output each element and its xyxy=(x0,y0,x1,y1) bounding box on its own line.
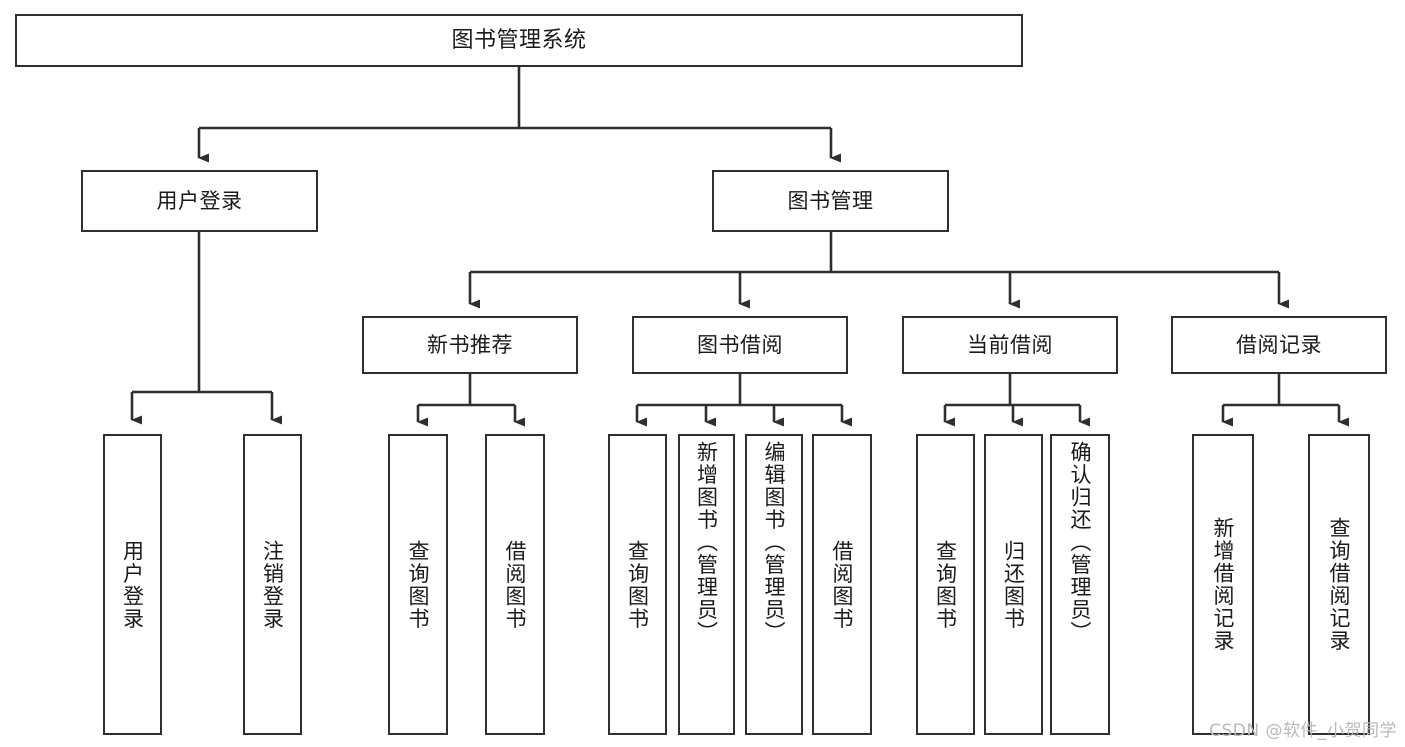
node-leaf-borrow-book[interactable]: 借阅图书 xyxy=(812,434,872,735)
node-label: 借阅记录 xyxy=(1236,332,1322,357)
node-leaf-add-book-admin[interactable]: 新增图书（管理员） xyxy=(678,434,735,735)
node-leaf-query-book-current[interactable]: 查询图书 xyxy=(916,434,975,735)
node-book-borrow[interactable]: 图书借阅 xyxy=(632,316,848,374)
node-leaf-confirm-return-admin[interactable]: 确认归还（管理员） xyxy=(1050,434,1110,735)
node-leaf-user-login[interactable]: 用户登录 xyxy=(103,434,162,735)
node-label: 新书推荐 xyxy=(427,332,513,357)
node-leaf-query-book-borrow[interactable]: 查询图书 xyxy=(608,434,667,735)
node-new-book-recommend[interactable]: 新书推荐 xyxy=(362,316,578,374)
node-label: 新增图书（管理员） xyxy=(694,441,719,644)
node-label: 查询图书 xyxy=(933,539,958,630)
node-label: 归还图书 xyxy=(1001,539,1026,630)
node-leaf-borrow-book-recommend[interactable]: 借阅图书 xyxy=(485,434,545,735)
node-label: 注销登录 xyxy=(260,539,285,630)
node-leaf-return-book[interactable]: 归还图书 xyxy=(984,434,1043,735)
node-label: 用户登录 xyxy=(120,539,145,630)
watermark-text: CSDN @软件_小贺同学 xyxy=(1209,721,1397,741)
node-label: 查询图书 xyxy=(406,539,431,630)
node-label: 查询图书 xyxy=(625,539,650,630)
node-label: 确认归还（管理员） xyxy=(1068,441,1093,644)
node-label: 当前借阅 xyxy=(967,332,1053,357)
node-leaf-logout[interactable]: 注销登录 xyxy=(243,434,302,735)
node-leaf-edit-book-admin[interactable]: 编辑图书（管理员） xyxy=(745,434,803,735)
node-leaf-query-book-recommend[interactable]: 查询图书 xyxy=(388,434,448,735)
node-label: 查询借阅记录 xyxy=(1327,517,1352,652)
node-user-login[interactable]: 用户登录 xyxy=(81,170,318,232)
node-label: 借阅图书 xyxy=(503,539,528,630)
node-leaf-query-borrow-record[interactable]: 查询借阅记录 xyxy=(1308,434,1370,735)
node-label: 图书借阅 xyxy=(697,332,783,357)
node-leaf-add-borrow-record[interactable]: 新增借阅记录 xyxy=(1192,434,1254,735)
node-label: 图书管理 xyxy=(787,188,874,213)
node-label: 借阅图书 xyxy=(830,539,855,630)
node-current-borrow[interactable]: 当前借阅 xyxy=(902,316,1118,374)
node-label: 图书管理系统 xyxy=(451,27,587,53)
node-label: 用户登录 xyxy=(156,188,243,213)
node-root-system[interactable]: 图书管理系统 xyxy=(15,14,1023,67)
node-book-management[interactable]: 图书管理 xyxy=(712,170,949,232)
node-borrow-record[interactable]: 借阅记录 xyxy=(1171,316,1387,374)
node-label: 编辑图书（管理员） xyxy=(762,441,787,644)
node-label: 新增借阅记录 xyxy=(1211,517,1236,652)
